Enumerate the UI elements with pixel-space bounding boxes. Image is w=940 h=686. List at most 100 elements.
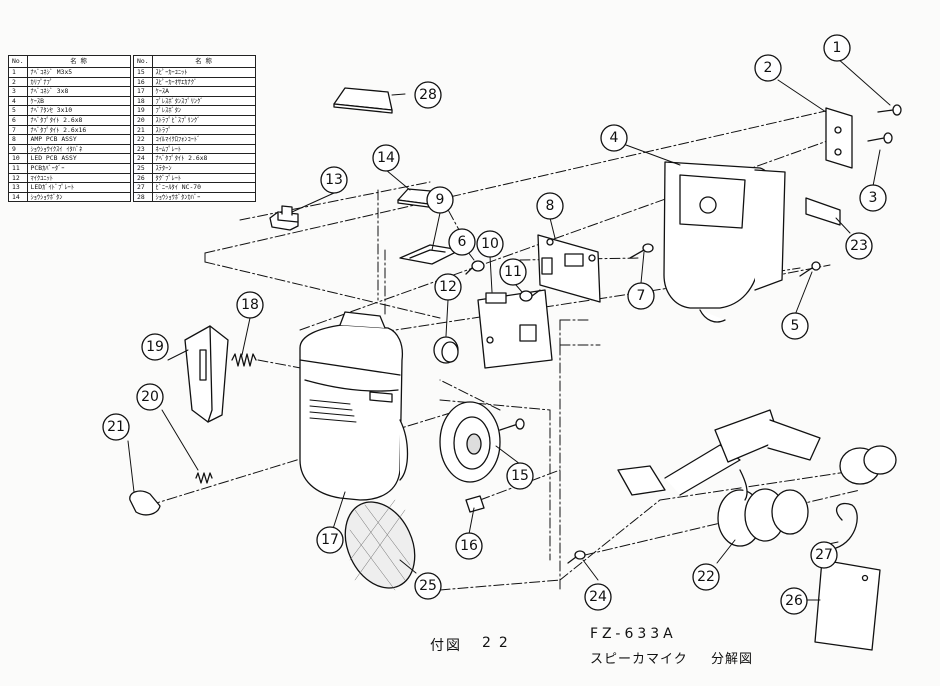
callout-label: 14 bbox=[377, 150, 395, 166]
part-button-cover bbox=[333, 87, 393, 114]
part-number-cell: 28 bbox=[133, 191, 153, 203]
callout-label: 25 bbox=[419, 578, 437, 594]
part-pcb-spacer bbox=[519, 289, 541, 302]
figure-number: 22 bbox=[482, 635, 516, 651]
callout-circle bbox=[136, 383, 164, 411]
part-number-cell: 26 bbox=[133, 172, 153, 184]
callout-28: 28 bbox=[414, 81, 442, 109]
part-screw-24 bbox=[567, 550, 586, 564]
table-header: No. 名 称 bbox=[133, 55, 256, 68]
callout-label: 26 bbox=[785, 593, 803, 609]
parts-table-right-body: 15ｽﾋﾟｰｶｰﾕﾆｯﾄ16ｽﾋﾟｰｶｰｵｻｴｶﾅｸﾞ17ｹｰｽA18ﾌﾟﾚｽﾎ… bbox=[133, 67, 256, 203]
part-name-cell: LED PCB ASSY bbox=[26, 153, 131, 164]
callout-23: 23 bbox=[845, 232, 873, 260]
callout-20: 20 bbox=[136, 383, 164, 411]
callout-13: 13 bbox=[320, 166, 348, 194]
callout-circle bbox=[414, 81, 442, 109]
callout-label: 6 bbox=[458, 234, 467, 250]
part-number-cell: 25 bbox=[133, 162, 153, 174]
callout-circle bbox=[320, 166, 348, 194]
callout-circle bbox=[823, 34, 851, 62]
callout-6: 6 bbox=[448, 228, 476, 256]
part-screw-1 bbox=[877, 104, 902, 116]
callout-label: 7 bbox=[637, 288, 646, 304]
part-leaf-spring bbox=[399, 244, 461, 265]
callout-5: 5 bbox=[781, 312, 809, 340]
callout-circle bbox=[141, 333, 169, 361]
callout-17: 17 bbox=[316, 526, 344, 554]
part-number-cell: 7 bbox=[8, 124, 28, 136]
callout-26: 26 bbox=[780, 587, 808, 615]
callout-15: 15 bbox=[506, 462, 534, 490]
part-number-cell: 18 bbox=[133, 95, 153, 107]
part-screw-6 bbox=[465, 260, 485, 275]
callout-label: 27 bbox=[815, 547, 833, 563]
callout-circle bbox=[600, 124, 628, 152]
callout-label: 13 bbox=[325, 172, 343, 188]
part-number-cell: 17 bbox=[133, 86, 153, 97]
leader-lines bbox=[127, 57, 891, 601]
callout-label: 10 bbox=[481, 236, 499, 252]
part-clip bbox=[825, 107, 853, 169]
part-number-cell: 20 bbox=[133, 114, 153, 126]
part-speaker-unit bbox=[439, 401, 525, 483]
callout-circle bbox=[476, 230, 504, 258]
part-tag-plate bbox=[814, 559, 881, 651]
part-number-cell: 2 bbox=[8, 76, 28, 88]
callout-21: 21 bbox=[102, 413, 130, 441]
part-number-cell: 22 bbox=[133, 134, 153, 145]
part-number-cell: 5 bbox=[8, 105, 28, 116]
callout-19: 19 bbox=[141, 333, 169, 361]
callout-circle bbox=[780, 587, 808, 615]
callout-circle bbox=[810, 541, 838, 569]
part-case-a bbox=[299, 311, 409, 501]
part-name-cell: ﾈｰﾑﾌﾟﾚｰﾄ bbox=[151, 143, 256, 155]
callout-circle bbox=[506, 462, 534, 490]
callout-circle bbox=[584, 583, 612, 611]
callout-1: 1 bbox=[823, 34, 851, 62]
part-led-guide-plate bbox=[269, 205, 299, 231]
callout-label: 12 bbox=[439, 279, 457, 295]
callout-label: 8 bbox=[546, 198, 555, 214]
part-name-cell: ﾋﾞﾆｰﾙﾀｲ NC-70 bbox=[151, 182, 256, 193]
callout-circle bbox=[372, 144, 400, 172]
callout-circle bbox=[102, 413, 130, 441]
table-header: No. 名 称 bbox=[8, 55, 131, 68]
part-name-cell: ｽﾄﾗﾌﾟ bbox=[151, 124, 256, 136]
part-number-cell: 21 bbox=[133, 124, 153, 136]
diagram-type: 分解図 bbox=[711, 652, 754, 667]
callout-label: 15 bbox=[511, 468, 529, 484]
callout-label: 22 bbox=[697, 569, 715, 585]
part-name-cell: PCBｶﾊﾞｰﾀﾞｰ bbox=[26, 162, 131, 174]
part-number-cell: 4 bbox=[8, 95, 28, 107]
callout-label: 1 bbox=[833, 40, 842, 56]
callout-3: 3 bbox=[859, 184, 887, 212]
callout-25: 25 bbox=[414, 572, 442, 600]
callout-label: 18 bbox=[241, 297, 259, 313]
part-name-cell: ｼｮｳｼｮｳﾎﾞﾀﾝ bbox=[26, 191, 131, 203]
header-name: 名 称 bbox=[151, 55, 256, 68]
callout-label: 5 bbox=[791, 318, 800, 334]
callout-label: 20 bbox=[141, 389, 159, 405]
part-name-cell: ｺｲﾙﾏｲｸﾛﾌｫﾝｺｰﾄﾞ bbox=[151, 134, 256, 145]
callout-circle bbox=[455, 532, 483, 560]
header-name: 名 称 bbox=[26, 55, 131, 68]
callout-circle bbox=[434, 273, 462, 301]
callout-circle bbox=[316, 526, 344, 554]
part-name-cell: ﾅﾍﾞｱﾀﾝｾ 3x10 bbox=[26, 105, 131, 116]
callout-2: 2 bbox=[754, 54, 782, 82]
callout-16: 16 bbox=[455, 532, 483, 560]
